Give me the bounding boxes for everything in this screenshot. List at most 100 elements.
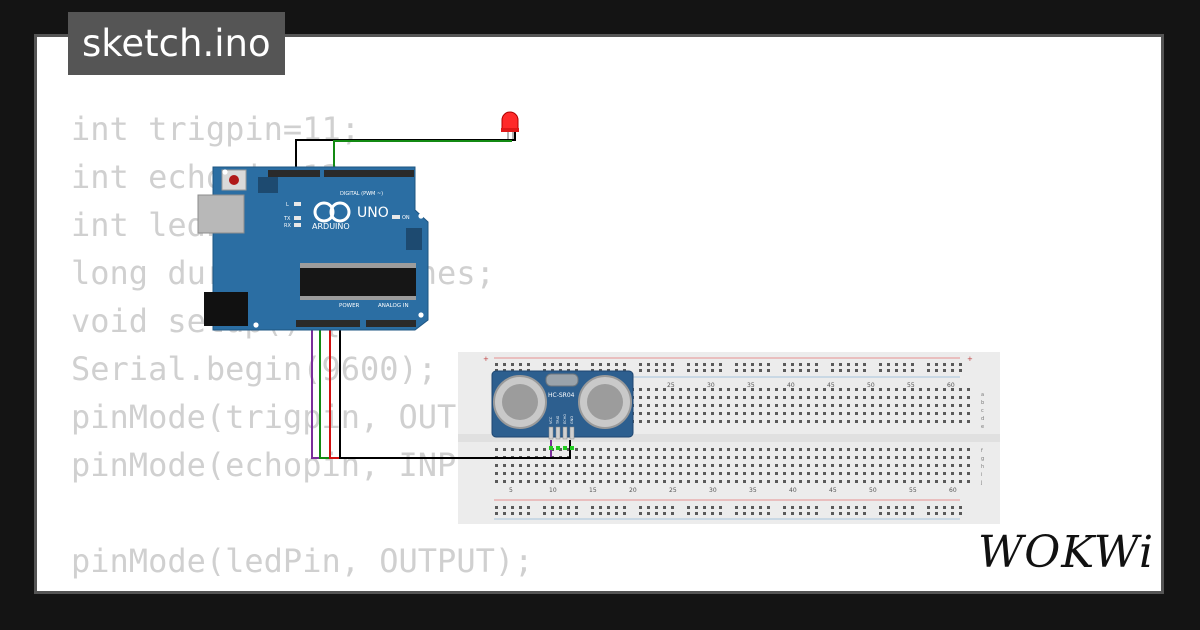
breadboard-hole — [959, 404, 962, 407]
breadboard-hole — [783, 448, 786, 451]
breadboard-hole — [879, 412, 882, 415]
breadboard-hole — [599, 448, 602, 451]
breadboard-hole — [895, 404, 898, 407]
breadboard-hole — [679, 464, 682, 467]
breadboard-hole — [599, 363, 602, 366]
breadboard-hole — [527, 506, 530, 509]
breadboard-hole — [759, 412, 762, 415]
breadboard-hole — [879, 456, 882, 459]
breadboard-hole — [863, 472, 866, 475]
breadboard-hole — [951, 448, 954, 451]
breadboard-row-letter: c — [981, 408, 984, 414]
chip-pins-bottom — [300, 296, 416, 300]
breadboard-hole — [847, 388, 850, 391]
breadboard-hole — [623, 506, 626, 509]
breadboard-hole — [855, 464, 858, 467]
wire-gnd-led — [295, 132, 516, 172]
breadboard-hole — [759, 464, 762, 467]
breadboard-hole — [567, 472, 570, 475]
breadboard-hole — [847, 369, 850, 372]
breadboard-hole — [951, 464, 954, 467]
breadboard-column-number: 45 — [827, 382, 835, 389]
reset-button[interactable] — [229, 175, 239, 185]
breadboard-hole — [655, 506, 658, 509]
breadboard-hole — [663, 420, 666, 423]
breadboard-hole — [879, 512, 882, 515]
breadboard-hole — [655, 480, 658, 483]
breadboard-hole — [775, 472, 778, 475]
breadboard-hole — [823, 388, 826, 391]
breadboard-hole — [951, 420, 954, 423]
breadboard-hole — [591, 472, 594, 475]
breadboard-hole — [711, 448, 714, 451]
breadboard-hole — [839, 448, 842, 451]
breadboard-hole — [959, 480, 962, 483]
breadboard-hole — [583, 448, 586, 451]
breadboard-hole — [727, 480, 730, 483]
breadboard-hole — [895, 369, 898, 372]
mount-hole-4 — [253, 322, 259, 328]
breadboard-hole — [863, 420, 866, 423]
breadboard-hole — [519, 512, 522, 515]
breadboard-hole — [535, 472, 538, 475]
breadboard-hole — [719, 456, 722, 459]
breadboard-hole — [751, 448, 754, 451]
breadboard-hole — [943, 388, 946, 391]
breadboard-hole — [751, 472, 754, 475]
breadboard-hole — [887, 420, 890, 423]
icsp-header-right — [406, 228, 422, 250]
breadboard-hole — [863, 388, 866, 391]
breadboard-hole — [847, 456, 850, 459]
breadboard-hole — [935, 480, 938, 483]
led-rx-indicator — [294, 223, 301, 227]
breadboard-hole — [943, 363, 946, 366]
breadboard-hole — [775, 456, 778, 459]
breadboard-hole — [831, 388, 834, 391]
breadboard-hole — [527, 512, 530, 515]
breadboard-hole — [783, 412, 786, 415]
breadboard-hole — [727, 404, 730, 407]
breadboard-hole — [951, 480, 954, 483]
breadboard-hole — [831, 363, 834, 366]
breadboard-hole — [511, 448, 514, 451]
breadboard-hole — [799, 512, 802, 515]
breadboard-hole — [503, 512, 506, 515]
breadboard-hole — [791, 456, 794, 459]
code-line: pinMode(ledPin, OUTPUT); — [71, 542, 534, 580]
breadboard-hole — [695, 363, 698, 366]
breadboard-hole — [815, 388, 818, 391]
breadboard-hole — [807, 388, 810, 391]
breadboard-hole — [967, 388, 970, 391]
breadboard-hole — [735, 512, 738, 515]
breadboard-hole — [839, 396, 842, 399]
sketch-tab-title[interactable]: sketch.ino — [68, 12, 285, 75]
breadboard-hole — [503, 464, 506, 467]
breadboard-hole — [791, 369, 794, 372]
breadboard-hole — [959, 412, 962, 415]
breadboard-hole — [847, 512, 850, 515]
breadboard-hole — [959, 456, 962, 459]
breadboard-hole — [927, 363, 930, 366]
sensor-pin — [555, 426, 561, 440]
breadboard-row-letter: g — [981, 456, 984, 462]
breadboard-column-number: 60 — [947, 382, 955, 389]
breadboard-hole — [639, 464, 642, 467]
breadboard-hole — [943, 512, 946, 515]
breadboard-hole — [575, 448, 578, 451]
breadboard-hole — [887, 369, 890, 372]
breadboard-hole — [615, 464, 618, 467]
breadboard-hole — [799, 396, 802, 399]
breadboard-hole — [967, 448, 970, 451]
breadboard-hole — [671, 456, 674, 459]
breadboard-hole — [655, 448, 658, 451]
breadboard-hole — [639, 420, 642, 423]
breadboard-hole — [655, 412, 658, 415]
breadboard-hole — [927, 506, 930, 509]
breadboard-hole — [959, 363, 962, 366]
breadboard-hole — [887, 363, 890, 366]
breadboard-hole — [967, 456, 970, 459]
breadboard-hole — [735, 480, 738, 483]
breadboard-hole — [687, 396, 690, 399]
breadboard-hole — [927, 412, 930, 415]
